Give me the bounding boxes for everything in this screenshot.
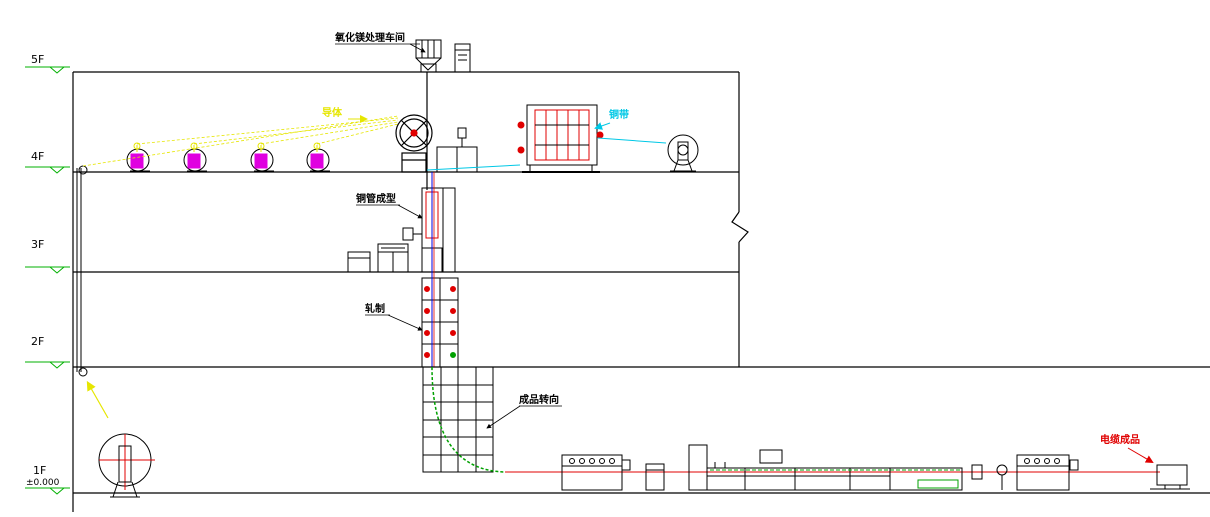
measuring-unit: [971, 464, 1008, 490]
ground-payoff-reel: [98, 433, 155, 498]
rolling-unit: [421, 277, 459, 368]
building-structure: [72, 71, 1210, 512]
callout-rolling: 轧制: [365, 302, 385, 315]
floor-label-4f: 4F: [31, 150, 44, 163]
wall-break-symbol: [731, 211, 749, 243]
floor-label-5f: 5F: [31, 53, 44, 66]
floor-label-2f: 2F: [31, 335, 44, 348]
floor-markers: [25, 66, 70, 495]
oxide-cabinet: [454, 43, 471, 73]
annealing-line: [688, 444, 891, 491]
callout-conductor: 导体: [322, 106, 343, 119]
conductor-riser: [76, 165, 88, 377]
payoff-3: [250, 142, 274, 172]
callout-oxidation-room: 氧化镁处理车间: [334, 31, 405, 44]
take-up-stand: [1150, 464, 1190, 490]
turning-cable-curve: [431, 366, 506, 473]
3f-auxiliary-equipment: [347, 243, 409, 273]
tube-forming-unit: [402, 187, 456, 273]
copper-strip-feed: [597, 137, 667, 144]
control-box-1: [645, 463, 665, 491]
conductor-up-arrow: [86, 380, 109, 419]
caterpillar-1: [561, 454, 631, 491]
floor-elevation-1f: ±0.000: [26, 478, 60, 488]
caterpillar-2: [1016, 454, 1079, 491]
floor-label-1f: 1F: [33, 464, 46, 477]
capstan-wheel: [395, 114, 433, 173]
callout-turning: 成品转向: [519, 393, 559, 406]
conductor-lines: [82, 115, 399, 167]
copper-strip-to-forming: [426, 164, 521, 171]
oxide-hopper: [415, 39, 442, 73]
callout-copper-strip: 铜带: [609, 108, 629, 121]
control-cabinet: [436, 127, 478, 173]
payoff-4: [306, 142, 330, 172]
callout-finished-cable: 电缆成品: [1100, 433, 1140, 446]
copper-strip-payoff: [667, 134, 699, 172]
floor-label-3f: 3F: [31, 238, 44, 251]
cooling-trough: [889, 467, 963, 491]
payoff-1: [126, 142, 150, 172]
conductor-payoffs: [126, 142, 330, 172]
callout-tube-forming: 铜管成型: [356, 192, 396, 205]
copper-strip-machine: [517, 104, 604, 173]
turning-grid: [422, 366, 494, 473]
